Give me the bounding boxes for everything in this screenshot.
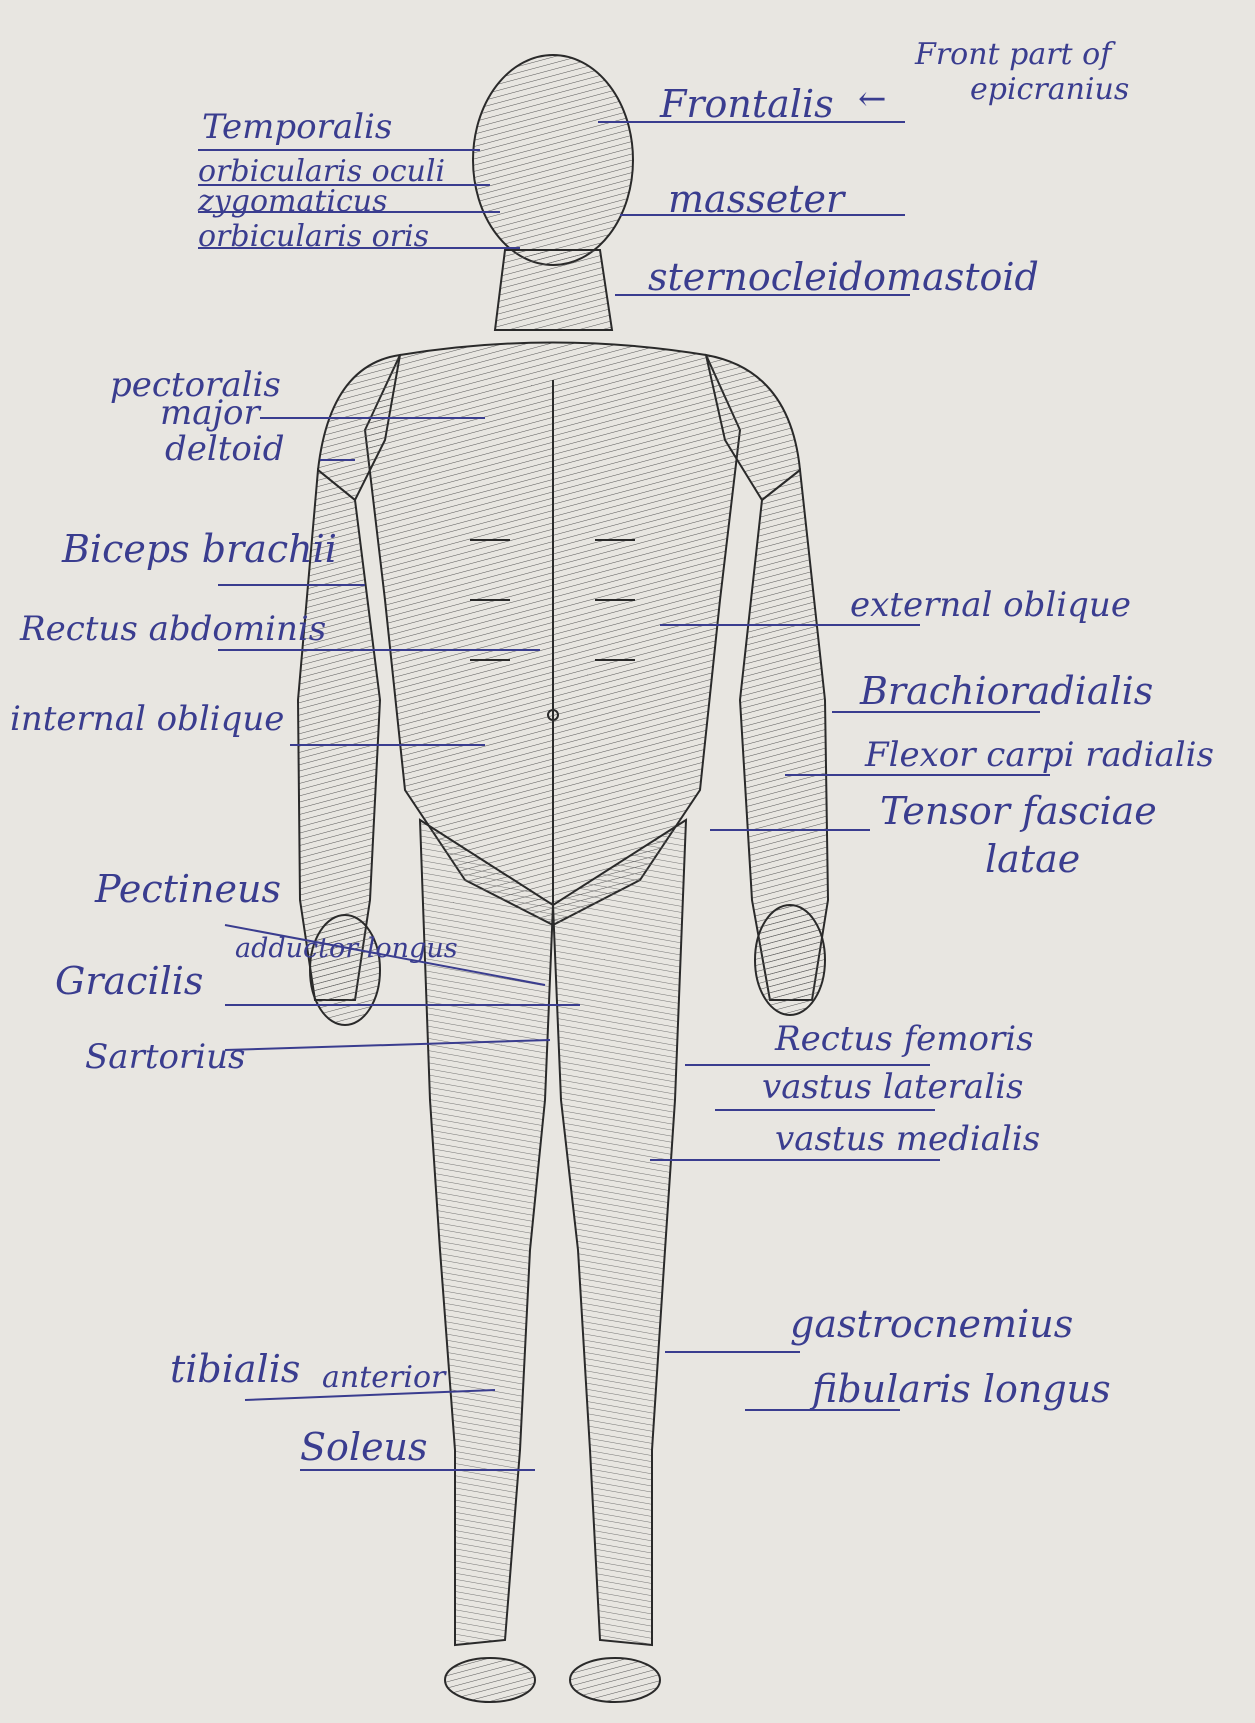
label-pectineus: Pectineus [95,870,281,908]
label-deltoid: deltoid [165,432,285,466]
label-tensor-fasciae-latae-1: Tensor fasciae [880,792,1157,830]
head [473,55,633,265]
label-frontalis: Frontalis [660,85,834,123]
right-hand [755,905,825,1015]
left-hand [310,915,380,1025]
label-sternocleidomastoid: sternocleidomastoid [648,258,1039,296]
label-orbicularis-oculi: orbicularis oculi [198,157,445,187]
label-adductor-longus: adductor longus [235,935,458,962]
neck [495,250,612,330]
label-frontalis-note-1: Front part of [915,40,1111,70]
label-frontalis-arrow: ← [858,82,887,116]
label-external-oblique: external oblique [850,588,1131,622]
label-soleus: Soleus [300,1428,428,1466]
label-flexor-carpi-radialis: Flexor carpi radialis [865,738,1214,772]
label-pectoralis-major-2: major [160,396,260,430]
label-tensor-fasciae-latae-2: latae [985,840,1080,878]
label-gastrocnemius: gastrocnemius [790,1305,1073,1343]
label-sartorius: Sartorius [85,1040,245,1074]
label-masseter: masseter [668,180,844,218]
label-zygomaticus: zygomaticus [198,187,388,217]
left-foot [445,1658,535,1702]
right-leg [553,820,686,1645]
label-rectus-abdominis: Rectus abdominis [20,612,326,646]
label-biceps-brachii: Biceps brachii [62,530,337,568]
label-brachioradialis: Brachioradialis [860,672,1153,710]
right-foot [570,1658,660,1702]
label-tibialis-anterior-1: tibialis [170,1350,300,1388]
label-rectus-femoris: Rectus femoris [775,1022,1034,1056]
label-vastus-lateralis: vastus lateralis [762,1070,1023,1104]
label-fibularis-longus: fibularis longus [812,1370,1111,1408]
label-vastus-medialis: vastus medialis [775,1122,1040,1156]
label-tibialis-anterior-2: anterior [322,1363,445,1393]
label-temporalis: Temporalis [202,110,392,144]
label-orbicularis-oris: orbicularis oris [198,222,429,252]
label-internal-oblique: internal oblique [10,702,284,736]
label-gracilis: Gracilis [55,962,203,1000]
label-frontalis-note-2: epicranius [970,75,1129,105]
